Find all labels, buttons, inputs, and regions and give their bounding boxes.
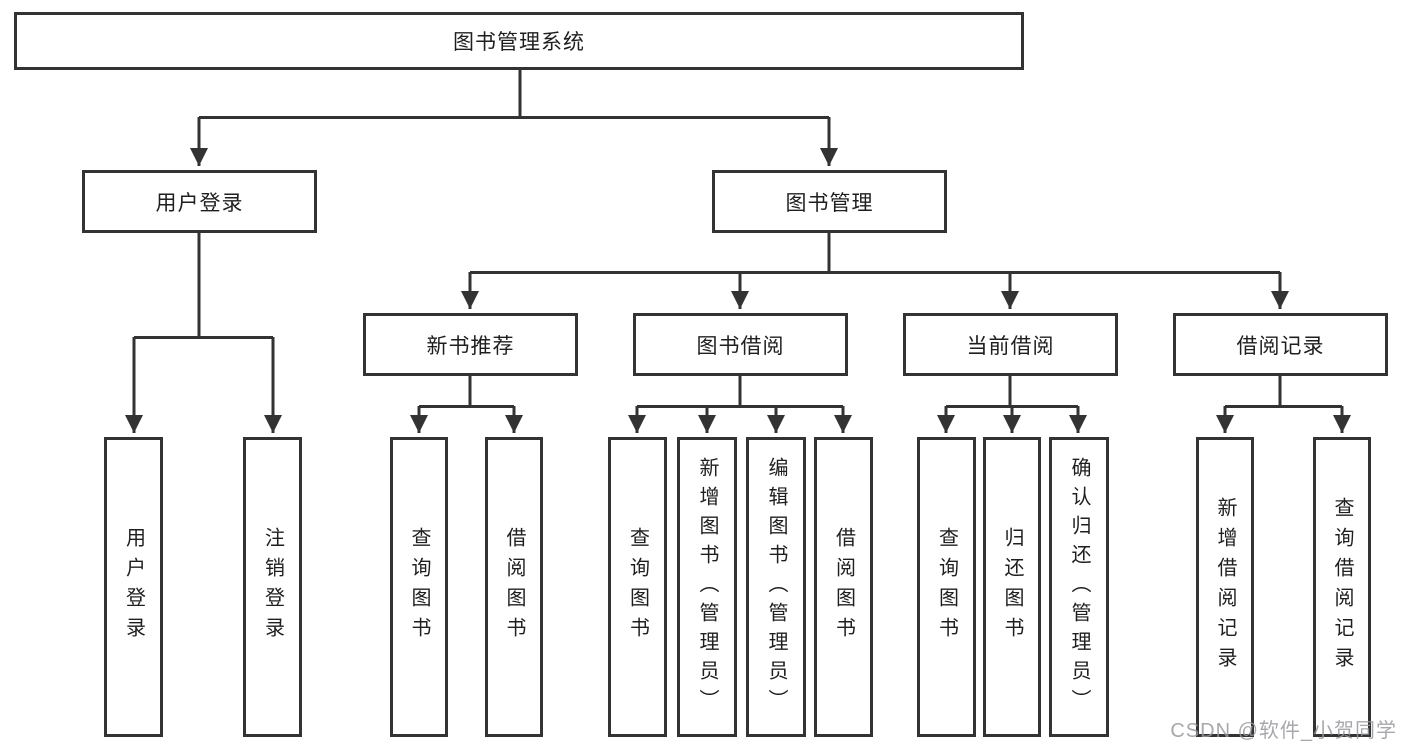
node-label: 图书借阅 — [696, 334, 785, 358]
node-user-login: 用户登录 — [82, 170, 317, 233]
node-label: 编辑图书（管理员） — [765, 456, 787, 718]
node-label: 借阅图书 — [503, 527, 525, 647]
leaf-cb-query-book: 查询图书 — [917, 437, 976, 737]
node-label: 新增图书（管理员） — [696, 456, 718, 718]
leaf-bb-add-book-admin: 新增图书（管理员） — [677, 437, 737, 737]
node-label: 查询图书 — [935, 527, 958, 647]
node-label: 用户登录 — [155, 191, 244, 215]
node-label: 借阅图书 — [832, 527, 855, 647]
node-new-book-recommendation: 新书推荐 — [363, 313, 578, 376]
leaf-logout: 注销登录 — [243, 437, 302, 737]
node-label: 图书管理 — [785, 191, 874, 215]
leaf-rec-borrow-book: 借阅图书 — [485, 437, 543, 737]
leaf-br-add-record: 新增借阅记录 — [1196, 437, 1254, 737]
node-label: 确认归还（管理员） — [1068, 456, 1090, 718]
node-book-management: 图书管理 — [712, 170, 947, 233]
node-label: 查询借阅记录 — [1331, 497, 1353, 677]
leaf-bb-edit-book-admin: 编辑图书（管理员） — [746, 437, 806, 737]
node-current-borrowing: 当前借阅 — [903, 313, 1118, 376]
node-book-management-system: 图书管理系统 — [14, 12, 1024, 70]
leaf-br-query-record: 查询借阅记录 — [1313, 437, 1371, 737]
leaf-bb-borrow-book: 借阅图书 — [814, 437, 873, 737]
leaf-cb-confirm-return-admin: 确认归还（管理员） — [1049, 437, 1109, 737]
leaf-user-login: 用户登录 — [104, 437, 163, 737]
node-label: 查询图书 — [626, 527, 649, 647]
node-book-borrowing: 图书借阅 — [633, 313, 848, 376]
node-label: 新书推荐 — [426, 334, 515, 358]
node-label: 图书管理系统 — [453, 31, 585, 54]
leaf-bb-query-book: 查询图书 — [608, 437, 667, 737]
node-label: 当前借阅 — [966, 334, 1055, 358]
node-borrowing-records: 借阅记录 — [1173, 313, 1388, 376]
node-label: 注销登录 — [261, 527, 284, 647]
node-label: 查询图书 — [408, 527, 430, 647]
node-label: 用户登录 — [122, 527, 145, 647]
node-label: 归还图书 — [1001, 527, 1023, 647]
node-label: 新增借阅记录 — [1214, 497, 1236, 677]
leaf-rec-query-book: 查询图书 — [390, 437, 448, 737]
node-label: 借阅记录 — [1236, 334, 1325, 358]
leaf-cb-return-book: 归还图书 — [983, 437, 1041, 737]
